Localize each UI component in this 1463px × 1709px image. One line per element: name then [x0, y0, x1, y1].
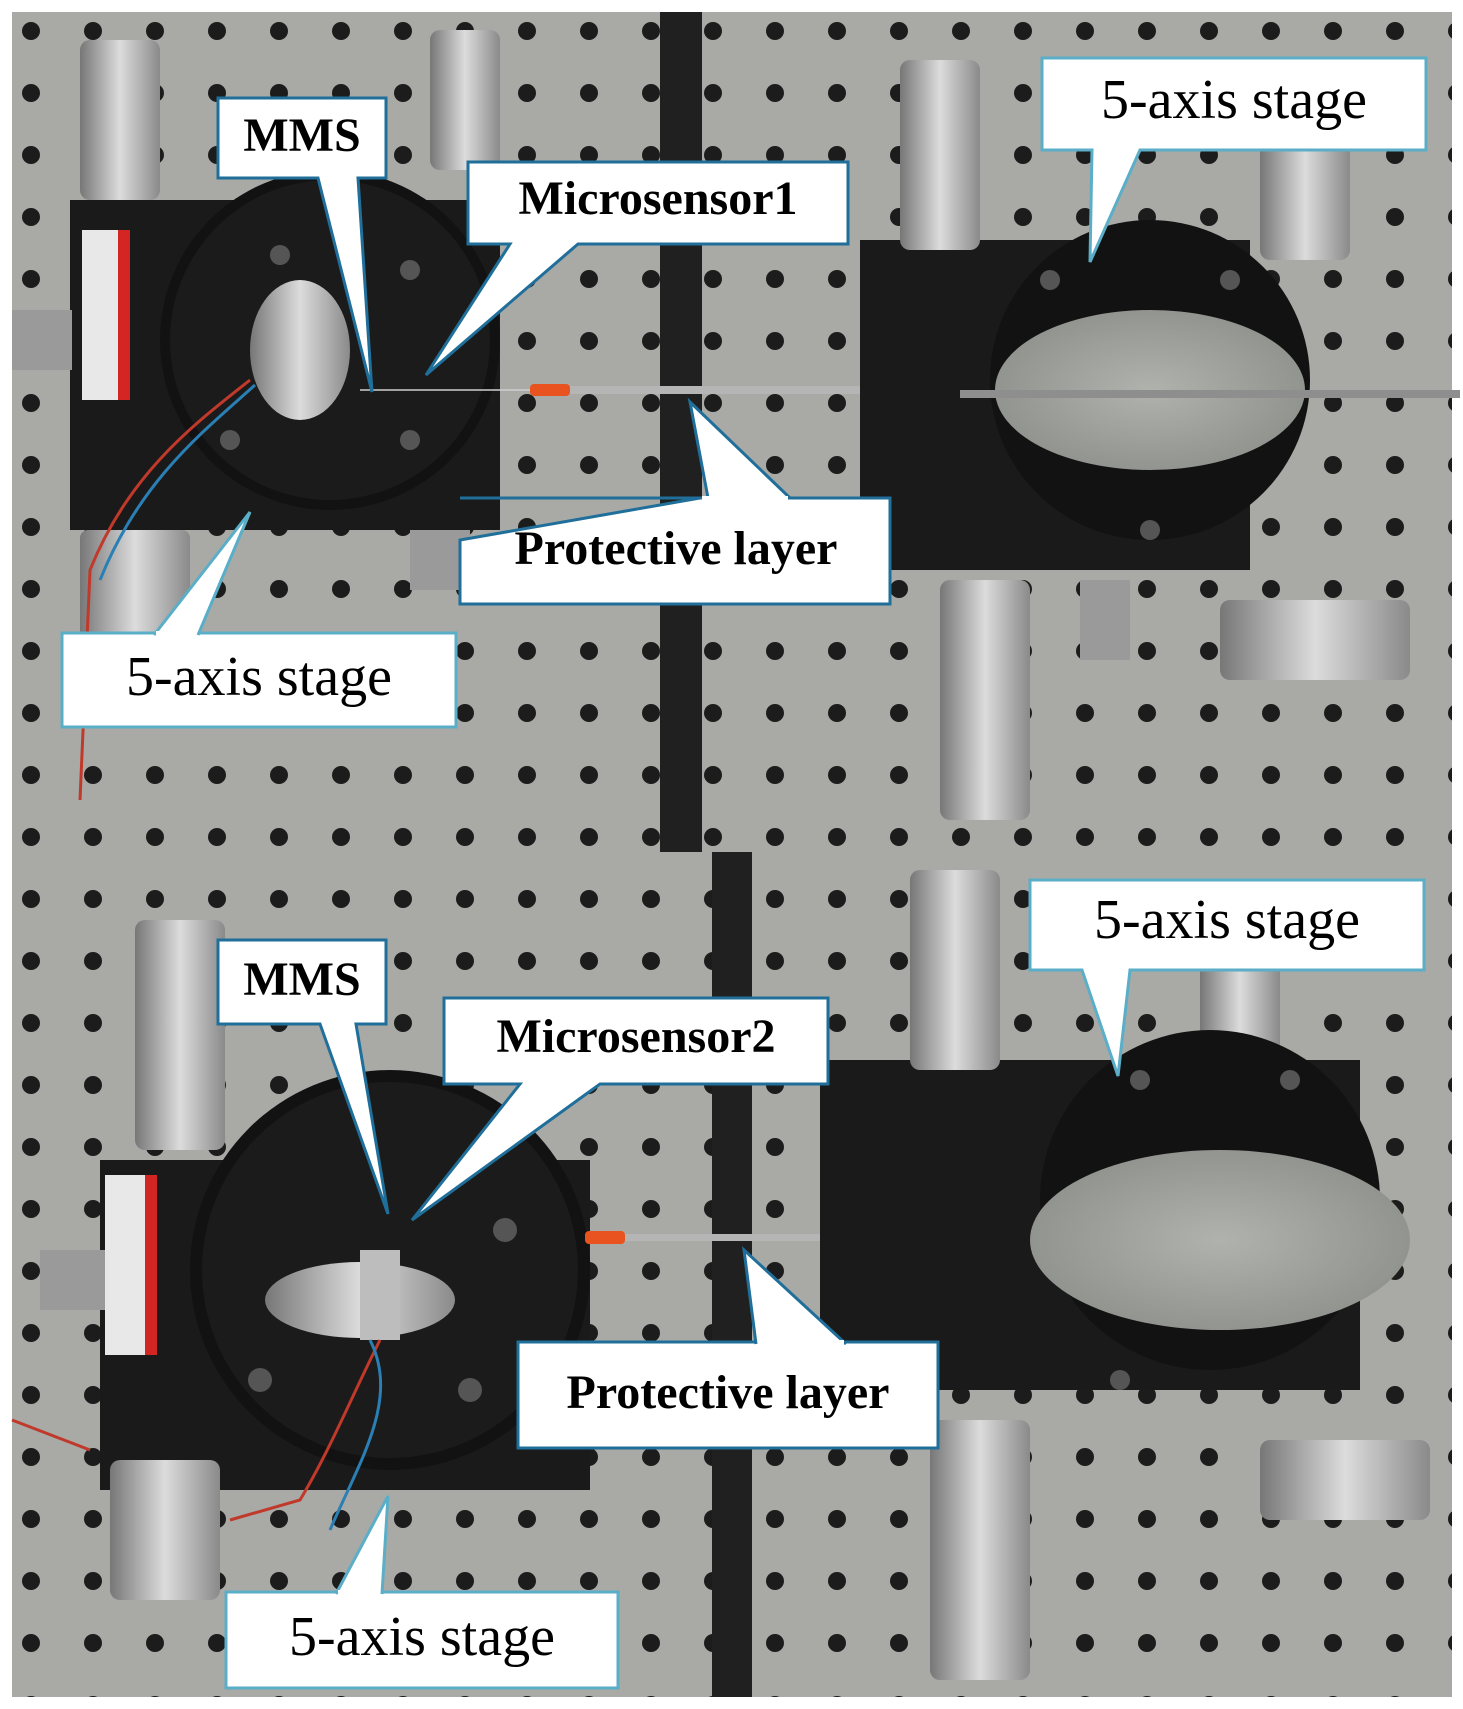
board-gap-bottom [712, 852, 752, 1697]
label-mms-bottom: MMS [243, 953, 360, 1006]
callout-stage-right-bottom: 5-axis stage [1028, 878, 1426, 1077]
callout-mms-top: MMS [216, 96, 388, 393]
bottom-panel-photo [11, 852, 1452, 1697]
callout-stage-left-bottom: 5-axis stage [224, 1495, 620, 1690]
left-5-axis-stage-top [12, 30, 500, 801]
left-5-axis-stage-bottom [11, 920, 590, 1600]
callout-microsensor-bottom: Microsensor2 [410, 996, 830, 1222]
right-5-axis-stage-bottom [820, 870, 1430, 1680]
right-5-axis-stage-top [860, 60, 1460, 820]
label-protective-layer-top: Protective layer [515, 522, 838, 575]
label-stage-left-top: 5-axis stage [126, 646, 392, 708]
callout-mms-bottom: MMS [216, 938, 390, 1215]
label-stage-right-bottom: 5-axis stage [1094, 889, 1360, 951]
label-protective-layer-bottom: Protective layer [567, 1366, 890, 1419]
protective-layer-rod-bottom [590, 1234, 1020, 1241]
callout-protective-layer-bottom: Protective layer [516, 1246, 940, 1450]
label-microsensor-top: Microsensor1 [518, 172, 797, 225]
orange-marker-top [530, 384, 570, 396]
label-mms-top: MMS [243, 109, 360, 162]
protective-layer-rod-top [530, 386, 960, 394]
label-stage-right-top: 5-axis stage [1101, 69, 1367, 131]
label-stage-left-bottom: 5-axis stage [289, 1606, 555, 1668]
callout-protective-layer-top: Protective layer [458, 397, 892, 606]
callout-stage-right-top: 5-axis stage [1040, 56, 1428, 263]
callout-stage-left-top: 5-axis stage [60, 511, 458, 729]
callout-microsensor-top: Microsensor1 [424, 160, 850, 377]
label-microsensor-bottom: Microsensor2 [496, 1010, 775, 1063]
orange-marker-bottom [585, 1231, 625, 1244]
clay-tissue-bottom [1030, 1150, 1410, 1330]
